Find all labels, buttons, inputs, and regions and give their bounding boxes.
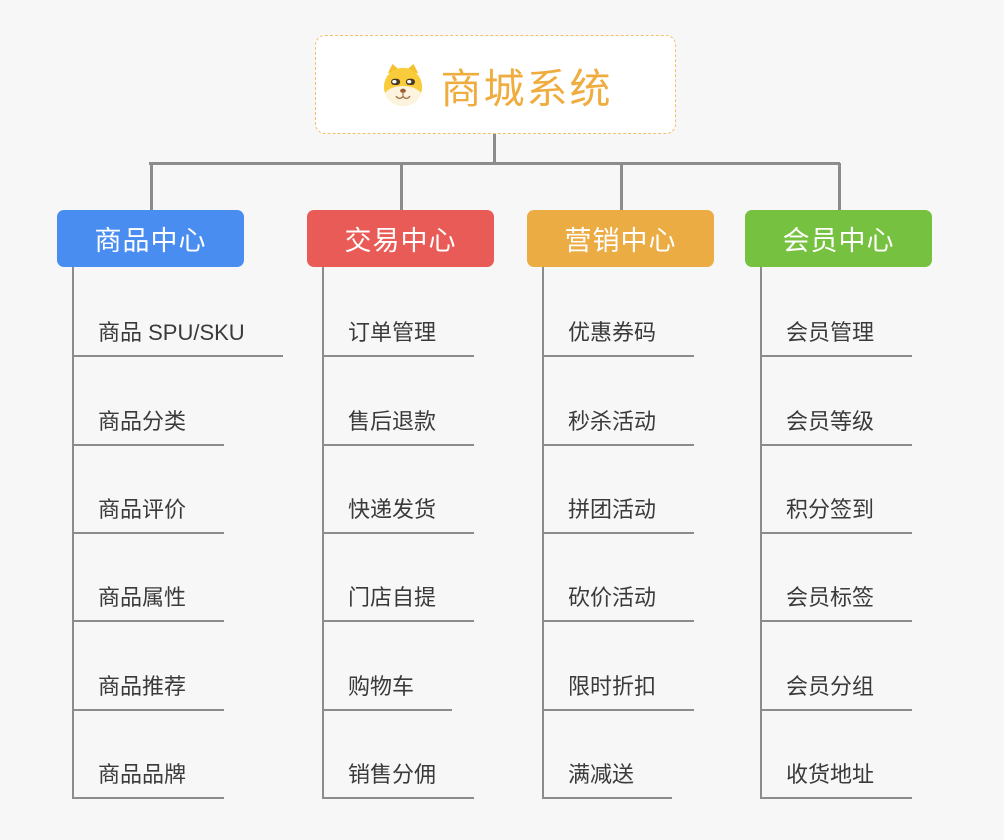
leaf-label: 积分签到 (786, 497, 875, 522)
leaf-label: 拼团活动 (568, 497, 657, 522)
leaf-node[interactable]: 商品分类 (72, 408, 225, 446)
leaf-node[interactable]: 购物车 (322, 673, 453, 711)
leaf-node[interactable]: 会员标签 (760, 584, 913, 622)
branch-header-4[interactable]: 会员中心 (745, 210, 932, 267)
leaf-node[interactable]: 拼团活动 (542, 496, 695, 534)
leaf-node[interactable]: 会员等级 (760, 408, 913, 446)
leaf-label: 收货地址 (786, 762, 875, 787)
leaf-label: 门店自提 (348, 585, 437, 610)
branch-header-3[interactable]: 营销中心 (527, 210, 714, 267)
leaf-label: 订单管理 (348, 320, 437, 345)
dog-face-icon (379, 63, 427, 107)
leaf-node[interactable]: 砍价活动 (542, 584, 695, 622)
leaf-label: 商品品牌 (98, 762, 187, 787)
leaf-node[interactable]: 优惠券码 (542, 319, 695, 357)
leaf-label: 商品属性 (98, 585, 187, 610)
leaf-node[interactable]: 门店自提 (322, 584, 475, 622)
branch-label: 商品中心 (94, 226, 207, 256)
leaf-node[interactable]: 秒杀活动 (542, 408, 695, 446)
leaf-node[interactable]: 收货地址 (760, 761, 913, 799)
leaf-label: 购物车 (348, 674, 415, 699)
leaf-label: 商品评价 (98, 497, 187, 522)
connector-line (493, 134, 496, 163)
leaf-label: 销售分佣 (348, 762, 437, 787)
connector-line (149, 163, 153, 210)
connector-line (837, 163, 841, 210)
leaf-label: 会员等级 (786, 409, 875, 434)
leaf-node[interactable]: 商品 SPU/SKU (72, 319, 283, 357)
leaf-node[interactable]: 满减送 (542, 761, 673, 799)
leaf-node[interactable]: 商品推荐 (72, 673, 225, 711)
leaf-label: 会员标签 (786, 585, 875, 610)
leaf-node[interactable]: 售后退款 (322, 408, 475, 446)
leaf-node[interactable]: 积分签到 (760, 496, 913, 534)
leaf-label: 商品分类 (98, 409, 187, 434)
leaf-label: 会员管理 (786, 320, 875, 345)
leaf-label: 商品推荐 (98, 674, 187, 699)
leaf-node[interactable]: 会员分组 (760, 673, 913, 711)
branch-header-1[interactable]: 商品中心 (57, 210, 244, 267)
leaf-label: 快递发货 (348, 497, 437, 522)
root-node[interactable]: 商城系统 (315, 35, 676, 134)
leaf-label: 砍价活动 (568, 585, 657, 610)
connector-line (149, 162, 840, 165)
connector-line (399, 163, 403, 210)
leaf-node[interactable]: 商品评价 (72, 496, 225, 534)
leaf-label: 满减送 (568, 762, 635, 787)
branch-header-2[interactable]: 交易中心 (307, 210, 494, 267)
leaf-node[interactable]: 商品品牌 (72, 761, 225, 799)
leaf-label: 售后退款 (348, 409, 437, 434)
leaf-node[interactable]: 快递发货 (322, 496, 475, 534)
leaf-label: 限时折扣 (568, 674, 657, 699)
leaf-node[interactable]: 商品属性 (72, 584, 225, 622)
branch-label: 会员中心 (782, 226, 895, 256)
leaf-label: 商品 SPU/SKU (98, 320, 245, 345)
leaf-node[interactable]: 销售分佣 (322, 761, 475, 799)
leaf-label: 会员分组 (786, 674, 875, 699)
branch-label: 交易中心 (344, 226, 457, 256)
branch-label: 营销中心 (564, 226, 677, 256)
leaf-label: 秒杀活动 (568, 409, 657, 434)
connector-line (619, 163, 623, 210)
leaf-node[interactable]: 会员管理 (760, 319, 913, 357)
leaf-label: 优惠券码 (568, 320, 657, 345)
root-title: 商城系统 (440, 65, 613, 112)
leaf-node[interactable]: 订单管理 (322, 319, 475, 357)
leaf-node[interactable]: 限时折扣 (542, 673, 695, 711)
